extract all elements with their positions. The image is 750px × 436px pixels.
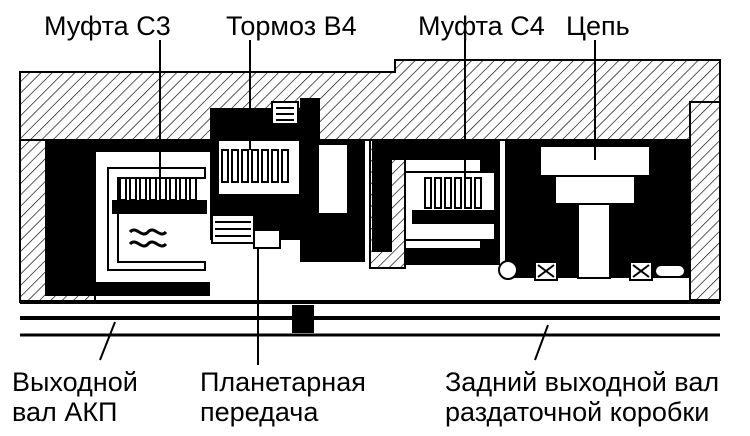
shafts <box>20 300 720 337</box>
label-rear-shaft-line2: раздаточной коробки <box>445 397 710 427</box>
label-output-shaft-line1: Выходной <box>12 367 138 397</box>
clutch-c3-assembly <box>45 140 210 296</box>
label-rear-shaft-line1: Задний выходной вал <box>445 367 720 397</box>
label-clutch-c3: Муфта С3 <box>44 11 171 41</box>
leader-lines <box>99 40 596 365</box>
planetary-gear <box>211 214 281 249</box>
label-planetary-line2: передача <box>200 397 319 427</box>
label-planetary-line1: Планетарная <box>200 367 366 397</box>
label-clutch-c4: Муфта С4 <box>418 11 545 41</box>
label-brake-b4: Тормоз В4 <box>226 11 357 41</box>
clutch-c4-assembly <box>372 140 500 265</box>
label-output-shaft-line2: вал АКП <box>12 397 118 427</box>
chain-sprocket-assembly <box>498 140 690 281</box>
label-chain: Цепь <box>566 11 630 41</box>
